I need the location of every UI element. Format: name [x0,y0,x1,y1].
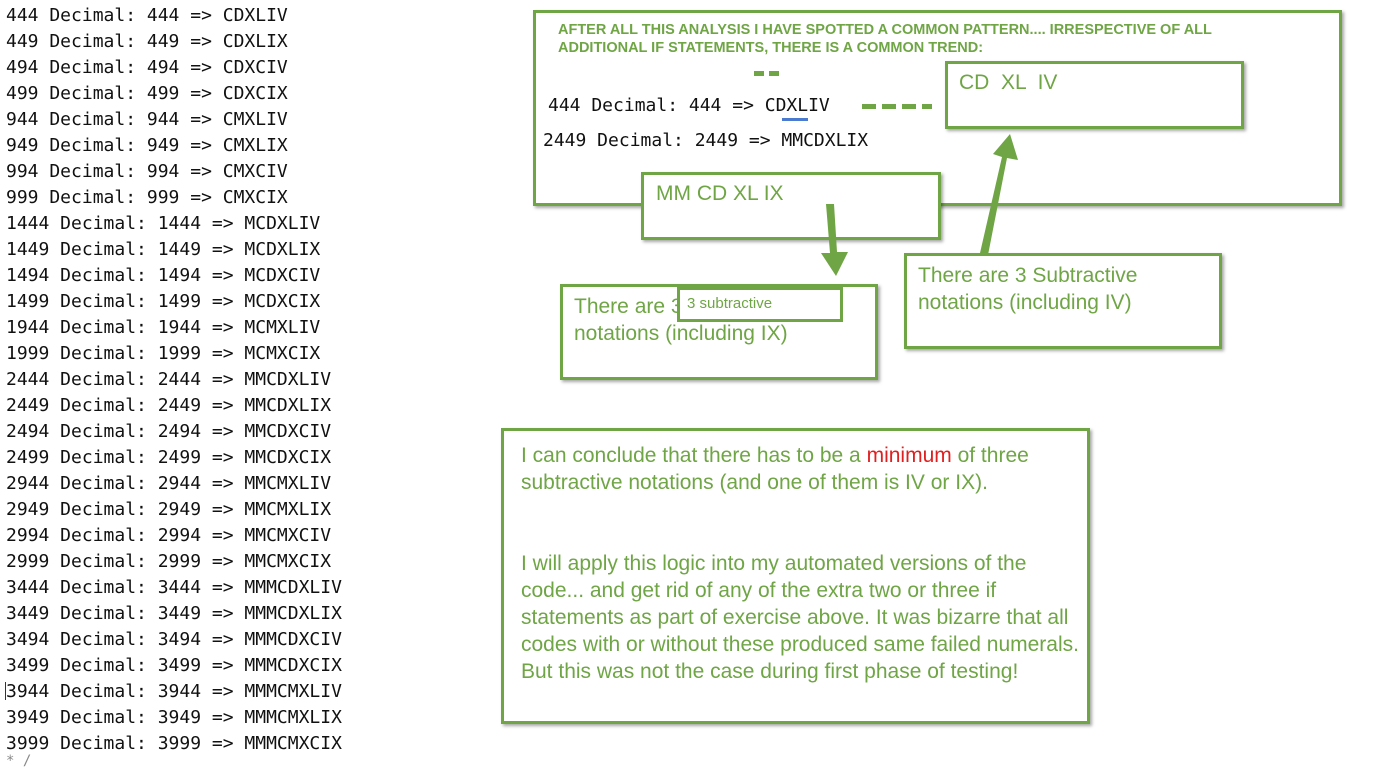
pattern-heading: AFTER ALL THIS ANALYSIS I HAVE SPOTTED A… [558,21,1318,57]
console-line: 444 Decimal: 444 => CDXLIV [6,5,288,26]
console-line: 949 Decimal: 949 => CMXLIX [6,135,288,156]
pattern-heading-line-1: AFTER ALL THIS ANALYSIS I HAVE SPOTTED A… [558,22,1212,38]
console-output: 444 Decimal: 444 => CDXLIV 449 Decimal: 4… [6,3,342,757]
conclusion-box: I can conclude that there has to be a mi… [501,428,1090,724]
console-line: 3444 Decimal: 3444 => MMMCDXLIV [6,577,342,598]
console-line: 3499 Decimal: 3499 => MMMCDXCIX [6,655,342,676]
console-line: 1444 Decimal: 1444 => MCDXLIV [6,213,321,234]
text-cursor [5,682,6,700]
minimum-highlight: minimum [866,444,952,467]
cd-xl-iv-text: CD XL IV [959,71,1058,94]
console-line: 2944 Decimal: 2944 => MMCMXLIV [6,473,332,494]
iv-explanation-text: There are 3 Subtractive notations (inclu… [918,264,1138,314]
console-line: 994 Decimal: 994 => CMXCIV [6,161,288,182]
console-line: 3449 Decimal: 3449 => MMMCDXLIX [6,603,342,624]
console-line: 449 Decimal: 449 => CDXLIX [6,31,288,52]
example-line-444: 444 Decimal: 444 => CDXLIV [548,95,830,116]
console-line: 1999 Decimal: 1999 => MCMXCIX [6,343,321,364]
dash-connector [862,104,876,109]
console-line: 1494 Decimal: 1494 => MCDXCIV [6,265,321,286]
conclusion-text-start: I can conclude that there has to be a [521,444,867,467]
dash-marker-top [754,71,764,76]
console-line: 2444 Decimal: 2444 => MMCDXLIV [6,369,332,390]
console-line: 2499 Decimal: 2499 => MMCDXCIX [6,447,332,468]
console-line: 2449 Decimal: 2449 => MMCDXLIX [6,395,332,416]
dash-connector [902,104,916,109]
console-line: 2949 Decimal: 2949 => MMCMXLIX [6,499,332,520]
console-line: 2994 Decimal: 2994 => MMCMXCIV [6,525,332,546]
conclusion-text-end: of three subtractive notations (and one … [521,444,1029,494]
conclusion-paragraph-2: I will apply this logic into my automate… [521,552,1079,683]
console-line: 3949 Decimal: 3949 => MMMCMXLIX [6,707,342,728]
dash-connector [922,104,932,109]
pattern-heading-line-2: ADDITIONAL IF STATEMENTS, THERE IS A COM… [558,40,984,56]
console-line: 494 Decimal: 494 => CDXCIV [6,57,288,78]
example-line-2449: 2449 Decimal: 2449 => MMCDXLIX [543,130,869,151]
console-line: 2494 Decimal: 2494 => MMCDXCIV [6,421,332,442]
arrow-up-icon [980,134,1018,255]
console-line: 1449 Decimal: 1449 => MCDXLIX [6,239,321,260]
console-line: 499 Decimal: 499 => CDXCIX [6,83,288,104]
cd-underline [782,118,808,121]
cd-xl-iv-box: CD XL IV [945,61,1244,129]
console-line: 999 Decimal: 999 => CMXCIX [6,187,288,208]
subtractive-label: 3 subtractive [677,287,843,322]
iv-explanation-box: There are 3 Subtractive notations (inclu… [904,253,1222,349]
arrow-down-icon [821,204,848,276]
dash-connector [882,104,896,109]
console-line: 2999 Decimal: 2999 => MMCMXCIX [6,551,332,572]
conclusion-paragraph-1: I can conclude that there has to be a mi… [521,442,1081,496]
dash-marker-top [769,71,779,76]
console-line: 1944 Decimal: 1944 => MCMXLIV [6,317,321,338]
console-line: 1499 Decimal: 1499 => MCDXCIX [6,291,321,312]
mm-cd-xl-ix-text: MM CD XL IX [656,182,784,205]
console-line: 3999 Decimal: 3999 => MMMCMXCIX [6,733,342,754]
mm-cd-xl-ix-box: MM CD XL IX [641,172,941,240]
console-line: 3494 Decimal: 3494 => MMMCDXCIV [6,629,342,650]
console-line: 3944 Decimal: 3944 => MMMCMXLIV [6,681,342,702]
console-line: 944 Decimal: 944 => CMXLIV [6,109,288,130]
